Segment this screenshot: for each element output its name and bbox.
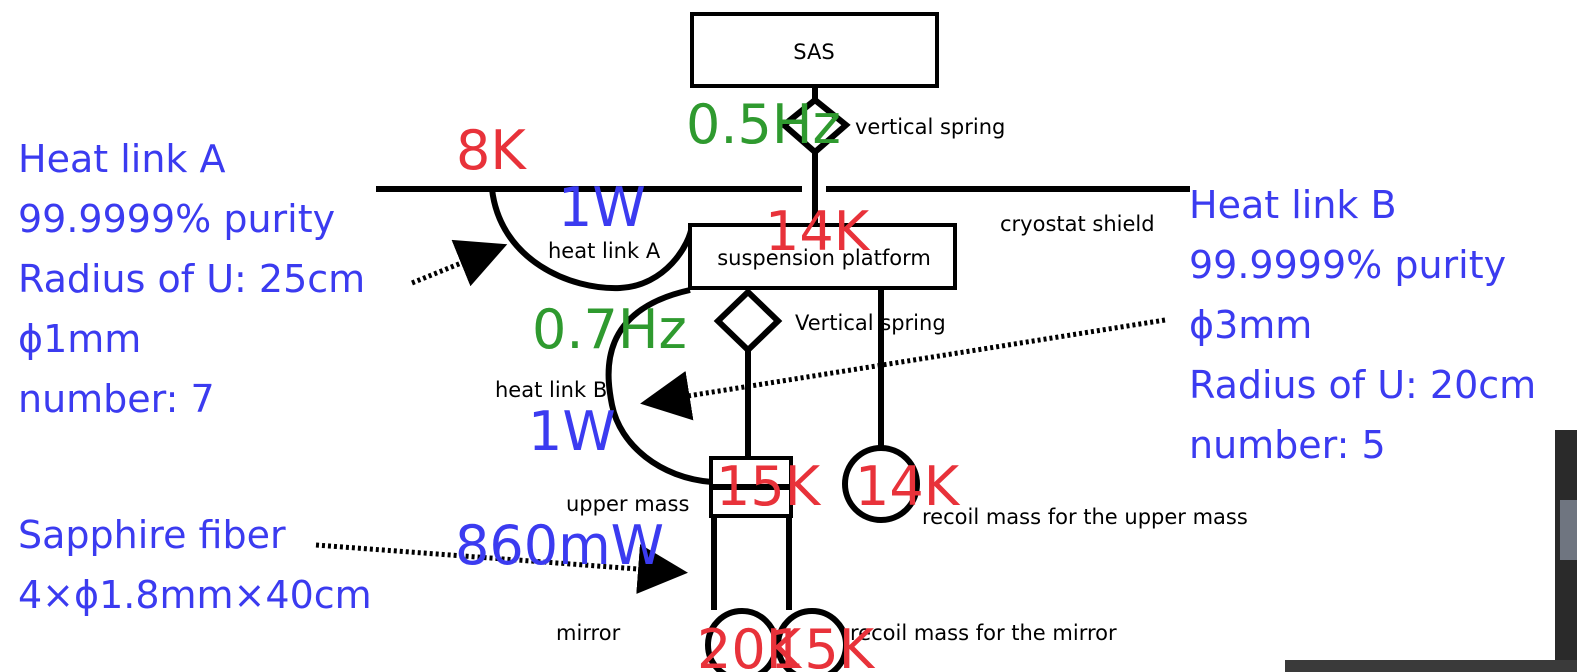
temp-platform: 14K (765, 200, 871, 263)
annotation-line: ϕ3mm (1189, 303, 1312, 347)
heat-link-b-curve (605, 287, 713, 485)
annotation-link-b: Heat link B 99.9999% purity ϕ3mm Radius … (1189, 183, 1536, 467)
annotation-link-a: Heat link A 99.9999% purity Radius of U:… (18, 137, 365, 421)
annotation-line: Heat link B (1189, 183, 1397, 227)
recoil-mirror-label: recoil mass for the mirror (850, 621, 1117, 645)
sas-label: SAS (793, 40, 834, 64)
suspension-platform-label: suspension platform (717, 246, 931, 270)
cryostat-shield-label: cryostat shield (1000, 212, 1155, 236)
suspension-platform-box (688, 223, 957, 290)
annotation-line: 4×ϕ1.8mm×40cm (18, 573, 372, 617)
vertical-spring-top-label: vertical spring (855, 115, 1005, 139)
freq-mid: 0.7Hz (532, 298, 687, 361)
power-link-b: 1W (528, 400, 616, 463)
heat-link-a-label: heat link A (548, 239, 661, 263)
annotation-fiber: Sapphire fiber 4×ϕ1.8mm×40cm (18, 513, 372, 617)
power-fiber: 860mW (455, 514, 664, 577)
temp-mirror: 20K (697, 618, 803, 672)
annotation-line: number: 7 (18, 377, 215, 421)
recoil-upper-label: recoil mass for the upper mass (922, 505, 1248, 529)
vertical-spring-mid-icon (713, 287, 783, 355)
annotation-line: 99.9999% purity (1189, 243, 1506, 287)
annotation-line: number: 5 (1189, 423, 1386, 467)
recoil-mirror-circle (775, 608, 849, 672)
recoil-upper-circle (842, 445, 920, 523)
upper-mass-label: upper mass (566, 492, 689, 516)
vertical-spring-mid-label: Vertical spring (795, 311, 946, 335)
sas-box (690, 12, 939, 88)
mirror-label: mirror (556, 621, 621, 645)
annotation-line: Radius of U: 25cm (18, 257, 365, 301)
arrow-fiber (315, 542, 688, 594)
heat-link-b-label: heat link B (495, 378, 607, 402)
annotation-line: Heat link A (18, 137, 226, 181)
heat-link-a-curve (489, 188, 695, 292)
temp-recoil-upper: 14K (855, 455, 961, 518)
arrow-link-a (411, 239, 508, 287)
power-link-a: 1W (558, 176, 646, 239)
temp-recoil-mirror: 15K (770, 618, 876, 672)
temp-shield: 8K (456, 119, 527, 182)
annotation-line: Radius of U: 20cm (1189, 363, 1536, 407)
annotation-line: ϕ1mm (18, 317, 141, 361)
annotation-line: 99.9999% purity (18, 197, 335, 241)
freq-top: 0.5Hz (686, 93, 841, 156)
annotation-line: Sapphire fiber (18, 513, 286, 557)
temp-upper-mass: 15K (716, 455, 822, 518)
arrow-link-b (640, 317, 1166, 421)
